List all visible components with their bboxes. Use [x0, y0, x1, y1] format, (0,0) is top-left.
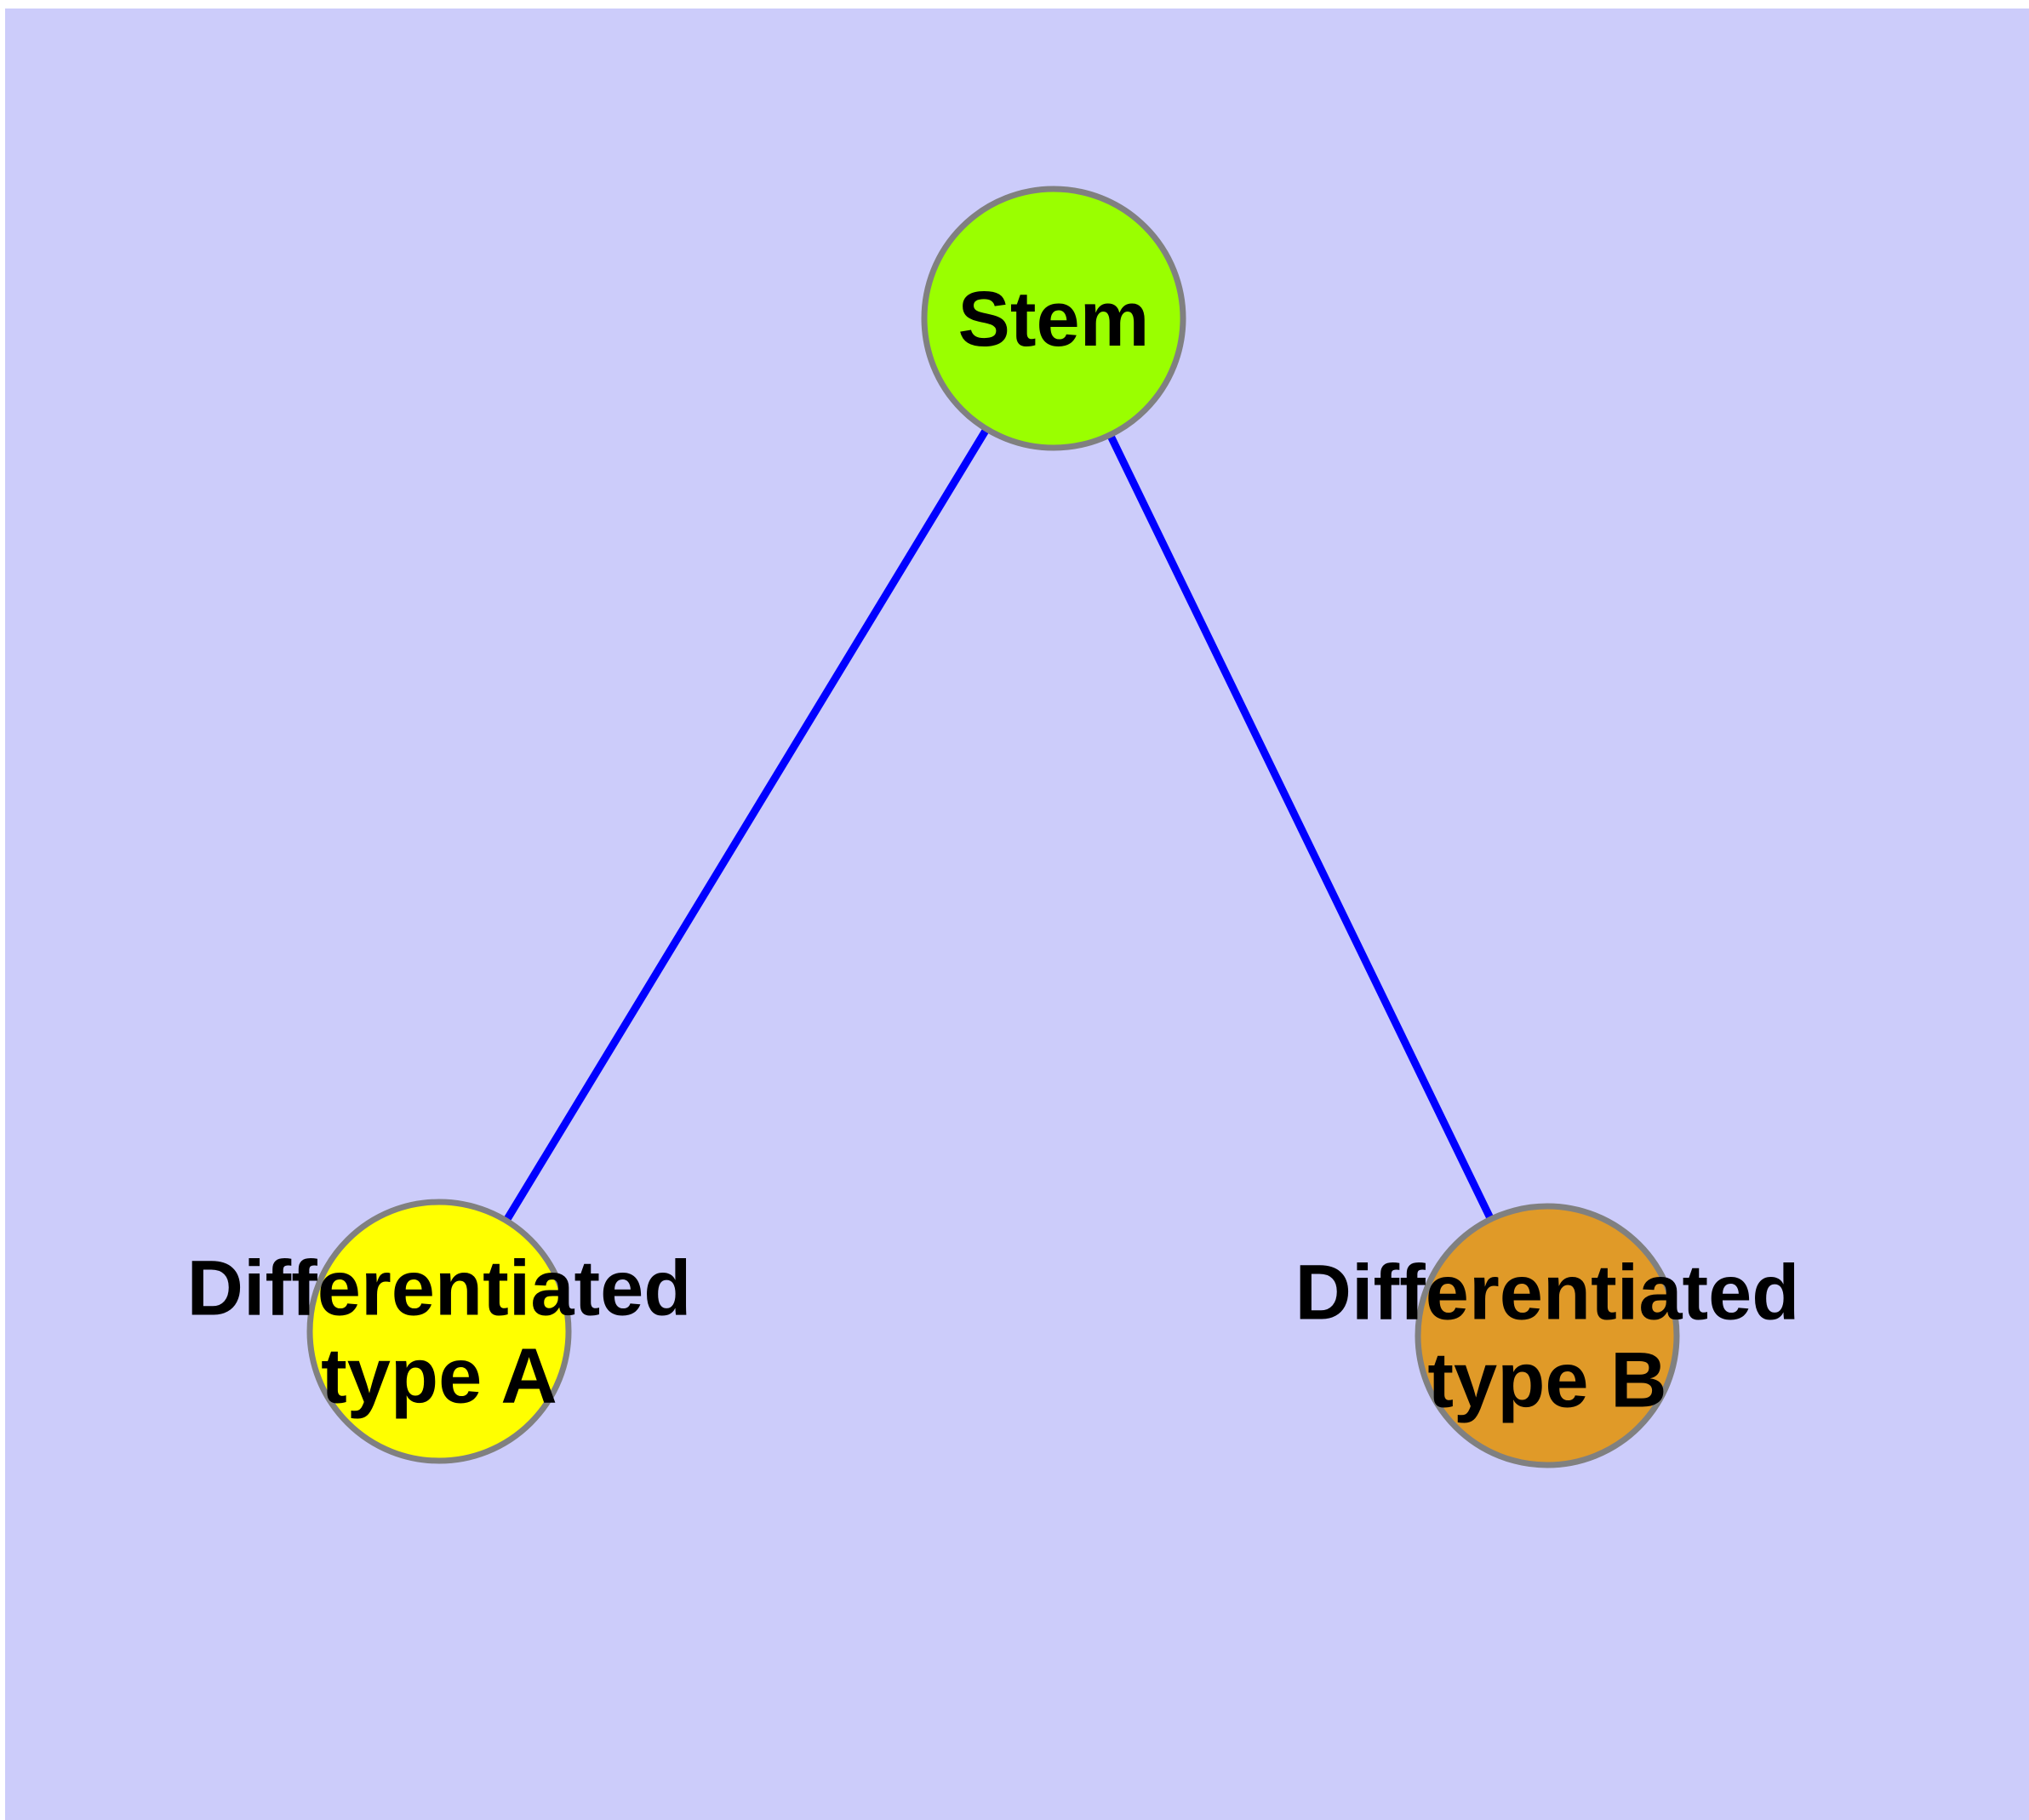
node-differentiated-type-b-label-line-1: type B: [1427, 1337, 1666, 1424]
node-differentiated-type-a-label-line-0: Differentiated: [187, 1245, 692, 1332]
node-differentiated-type-a-label-line-1: type A: [321, 1333, 557, 1420]
edge-stem-to-differentiated-type-a[interactable]: [501, 425, 992, 1225]
node-differentiated-type-b-circle[interactable]: [1415, 1203, 1680, 1468]
edge-stem-to-differentiated-type-b[interactable]: [1106, 431, 1495, 1223]
node-differentiated-type-b-label-line-0: Differentiated: [1295, 1250, 1800, 1336]
node-stem[interactable]: Stem: [921, 186, 1186, 451]
node-stem-label-line-0: Stem: [958, 276, 1150, 363]
node-stem-circle[interactable]: [921, 186, 1186, 451]
label-layer: Differentiated type A Differentiated typ…: [187, 1245, 1800, 1424]
node-differentiated-type-a-circle[interactable]: [306, 1199, 572, 1464]
node-differentiated-type-b[interactable]: [1415, 1203, 1680, 1468]
node-differentiated-type-a[interactable]: [306, 1199, 572, 1464]
edge-layer: [501, 425, 1495, 1225]
